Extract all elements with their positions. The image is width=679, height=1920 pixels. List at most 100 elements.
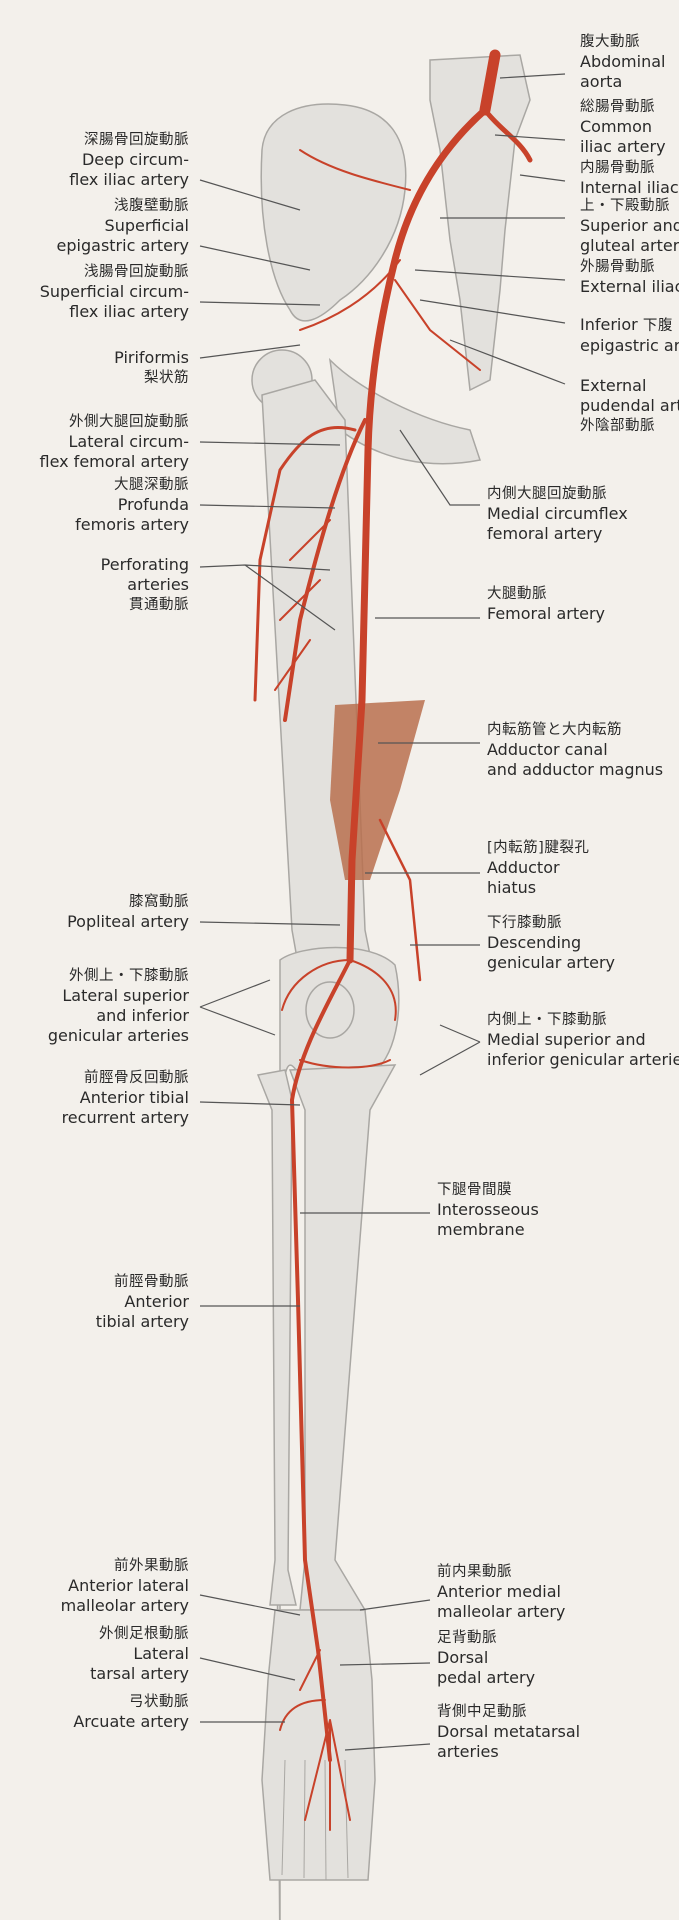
label-en: flex iliac artery <box>69 170 189 189</box>
label-arcuate-artery: 弓状動脈 Arcuate artery <box>73 1692 189 1732</box>
label-ja: 貫通動脈 <box>129 597 189 613</box>
label-ja: 内側上・下膝動脈 <box>487 1012 607 1028</box>
label-inferior-epigastric-artery: Inferior 下腹 epigastric art <box>580 315 679 356</box>
label-ja: 前脛骨動脈 <box>114 1274 189 1290</box>
label-en: Lateral superior <box>62 986 189 1005</box>
dorsal-foot-arteries <box>279 1649 351 1831</box>
label-en: Anterior tibial <box>79 1088 189 1107</box>
label-en: Deep circum- <box>81 150 189 169</box>
label-en: Arcuate artery <box>73 1712 189 1731</box>
label-en: Adductor canal <box>487 740 608 759</box>
label-en: tibial artery <box>95 1312 189 1331</box>
femur-bone <box>261 379 373 976</box>
label-en: femoris artery <box>75 515 189 534</box>
label-ja: 弓状動脈 <box>129 1694 189 1710</box>
label-en: Superficial circum- <box>39 282 189 301</box>
label-en: Popliteal artery <box>67 912 189 931</box>
label-en: epigastric art <box>580 336 679 355</box>
label-en: and inferior <box>96 1006 189 1025</box>
label-superficial-circumflex-iliac-artery: 浅腸骨回旋動脈 Superficial circum-flex iliac art… <box>40 262 189 322</box>
label-femoral-artery: 大腿動脈 Femoral artery <box>487 584 605 624</box>
label-piriformis: Piriformis 梨状筋 <box>114 348 189 388</box>
label-en: flex femoral artery <box>39 452 189 471</box>
label-en: Descending <box>487 933 582 952</box>
label-external-iliac-artery: 外腸骨動脈 External iliac <box>580 257 679 297</box>
label-en: Adductor <box>487 858 560 877</box>
label-ja: 前内果動脈 <box>437 1564 512 1580</box>
popliteal-anterior-tibial-artery <box>289 958 352 1762</box>
label-ja: 下腿骨間膜 <box>437 1182 512 1198</box>
label-en: arteries <box>127 575 189 594</box>
label-en: flex iliac artery <box>69 302 189 321</box>
label-en: epigastric artery <box>56 236 189 255</box>
internal-iliac-artery <box>482 107 533 163</box>
label-ja: 上・下殿動脈 <box>580 198 670 214</box>
label-en: Superficial <box>104 216 189 235</box>
label-en: genicular arteries <box>47 1026 189 1045</box>
label-en: gluteal arteri <box>580 236 679 255</box>
label-ja: 浅腹壁動脈 <box>114 198 189 214</box>
label-en: Dorsal <box>437 1648 489 1667</box>
label-en: and adductor magnus <box>487 760 664 779</box>
arteries <box>253 49 533 1831</box>
label-ja: 外陰部動脈 <box>580 418 655 434</box>
genicular-arteries <box>281 959 397 1069</box>
label-en: pudendal art <box>580 396 679 415</box>
label-ja: 前外果動脈 <box>114 1558 189 1574</box>
label-ja: 下行膝動脈 <box>487 915 562 931</box>
label-en: Interosseous <box>437 1200 539 1219</box>
label-ja: 大腿動脈 <box>487 586 547 602</box>
label-en: inferior genicular arteries <box>487 1050 679 1069</box>
label-en: femoral artery <box>487 524 603 543</box>
label-en: Piriformis <box>114 348 189 367</box>
label-en: pedal artery <box>437 1668 536 1687</box>
label-ja: 大腿深動脈 <box>114 477 189 493</box>
label-ja: 背側中足動脈 <box>437 1704 527 1720</box>
label-ja: 下腹 <box>642 318 673 334</box>
label-en: Anterior medial <box>437 1582 561 1601</box>
label-en: Profunda <box>117 495 189 514</box>
label-en: External iliac <box>580 277 679 296</box>
label-en: Common <box>580 117 653 136</box>
label-en: Femoral artery <box>487 604 606 623</box>
label-en: Dorsal metatarsal <box>437 1722 581 1741</box>
label-en: tarsal artery <box>90 1664 189 1683</box>
label-ja: 外腸骨動脈 <box>580 259 655 275</box>
label-en: Internal iliac <box>580 178 679 197</box>
label-ja: 深腸骨回旋動脈 <box>84 132 189 148</box>
label-ja: 腹大動脈 <box>580 34 640 50</box>
label-ja: 浅腸骨回旋動脈 <box>84 264 189 280</box>
label-ja: 梨状筋 <box>144 370 189 386</box>
label-en: Medial circumflex <box>487 504 628 523</box>
label-en: hiatus <box>487 878 537 897</box>
label-en: arteries <box>437 1742 499 1761</box>
label-ja: 外側上・下膝動脈 <box>69 968 189 984</box>
label-ja: 内腸骨動脈 <box>580 160 655 176</box>
pelvic-branches <box>299 149 481 371</box>
label-en: malleolar artery <box>437 1602 566 1621</box>
label-en: Inferior <box>580 315 638 334</box>
label-en: Lateral circum- <box>68 432 189 451</box>
label-en: recurrent artery <box>61 1108 189 1127</box>
label-ja: [内転筋]腱裂孔 <box>487 840 590 856</box>
label-en: genicular artery <box>487 953 615 972</box>
label-en: Perforating <box>100 555 189 574</box>
